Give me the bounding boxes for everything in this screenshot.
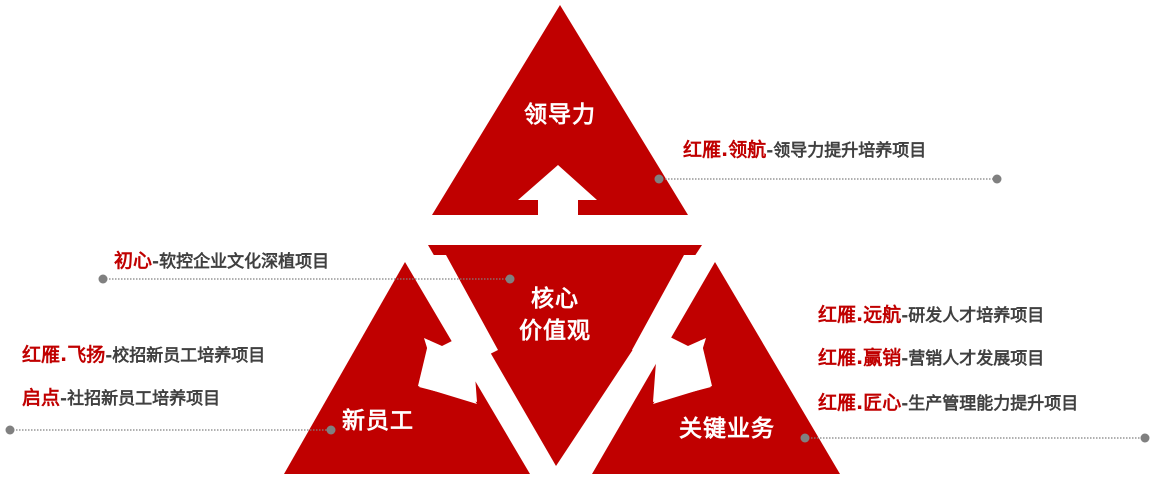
program-desc: -软控企业文化深植项目 xyxy=(152,252,330,272)
program-brand: 红雁.赢销 xyxy=(818,347,902,369)
program-key-business-marketing: 红雁.赢销-营销人才发展项目 xyxy=(818,346,1044,371)
center-triangle-core-values xyxy=(428,245,702,466)
program-new-employee-social: 启点-社招新员工培养项目 xyxy=(22,386,220,411)
program-desc: -领导力提升培养项目 xyxy=(766,141,927,161)
top-triangle-leadership xyxy=(432,5,688,215)
program-desc: -研发人才培养项目 xyxy=(901,306,1045,326)
program-desc: -校招新员工培养项目 xyxy=(105,346,266,366)
right-triangle-key-business xyxy=(592,262,840,474)
connector-key-business xyxy=(800,433,1150,443)
node-new-employee-label: 新员工 xyxy=(342,408,414,434)
node-core-values-label: 核心 价值观 xyxy=(505,283,605,347)
program-leadership: 红雁.领航-领导力提升培养项目 xyxy=(683,138,926,163)
connector-new-employee xyxy=(5,425,336,435)
arrow-to-key-business-icon xyxy=(632,255,712,404)
program-desc: -生产管理能力提升项目 xyxy=(901,394,1079,414)
program-new-employee-campus: 红雁.飞扬-校招新员工培养项目 xyxy=(22,343,265,368)
arrow-to-new-employee-icon xyxy=(418,255,498,404)
connector-culture xyxy=(98,274,515,284)
program-key-business-production: 红雁.匠心-生产管理能力提升项目 xyxy=(818,391,1078,416)
node-leadership-label: 领导力 xyxy=(524,102,596,128)
program-brand: 启点 xyxy=(22,387,61,409)
up-arrow-icon xyxy=(518,165,597,216)
program-brand: 红雁.飞扬 xyxy=(22,344,106,366)
program-brand: 红雁.匠心 xyxy=(818,392,902,414)
connector-leadership xyxy=(654,174,1002,184)
program-culture: 初心-软控企业文化深植项目 xyxy=(114,249,329,274)
program-brand: 初心 xyxy=(114,250,153,272)
node-core-values-line1: 核心 xyxy=(531,286,579,312)
node-key-business-label: 关键业务 xyxy=(679,416,775,442)
program-key-business-rd: 红雁.远航-研发人才培养项目 xyxy=(818,303,1044,328)
left-triangle-new-employee xyxy=(284,262,530,474)
program-brand: 红雁.远航 xyxy=(818,304,902,326)
program-desc: -社招新员工培养项目 xyxy=(60,389,221,409)
program-desc: -营销人才发展项目 xyxy=(901,349,1045,369)
program-brand: 红雁.领航 xyxy=(683,139,767,161)
node-core-values-line2: 价值观 xyxy=(519,318,591,344)
